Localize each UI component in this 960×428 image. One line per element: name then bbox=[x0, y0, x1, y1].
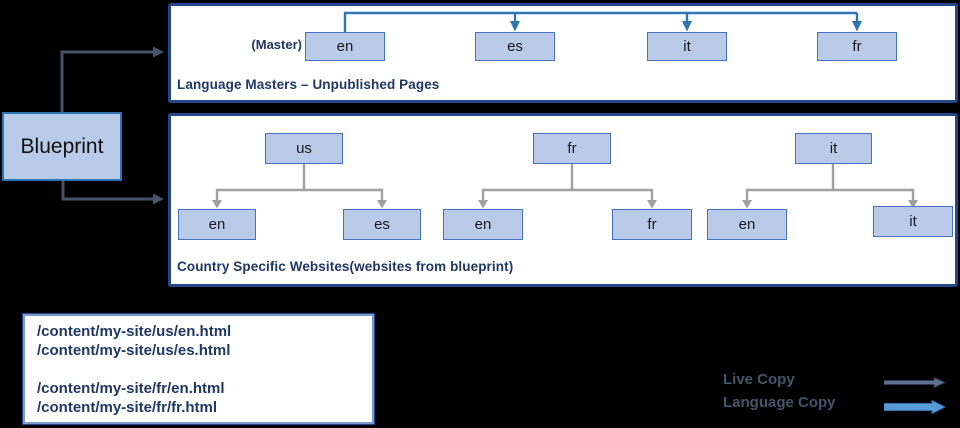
master-lang-box-es: es bbox=[475, 32, 555, 61]
live-copy-arrow-icon bbox=[884, 376, 946, 389]
content-path-blank bbox=[37, 360, 374, 379]
fr-tree-branch bbox=[481, 188, 654, 202]
country-us-child-es: es bbox=[343, 209, 421, 240]
country-it-child-en: en bbox=[707, 209, 787, 240]
content-path: /content/my-site/us/es.html bbox=[37, 342, 231, 359]
arrow-down-icon bbox=[377, 200, 387, 209]
country-tree-connectors bbox=[212, 164, 918, 209]
arrow-down-icon bbox=[212, 200, 222, 209]
blueprint-to-masters-arrowhead-icon bbox=[153, 46, 164, 58]
content-path: /content/my-site/fr/en.html bbox=[37, 380, 225, 397]
country-fr-child-fr: fr bbox=[612, 209, 692, 240]
legend-live-copy-label: Live Copy bbox=[723, 371, 795, 388]
blueprint-to-countries-line bbox=[61, 181, 153, 201]
language-copy-arrow-icon bbox=[884, 400, 946, 414]
arrow-down-icon bbox=[682, 21, 692, 32]
us-tree-branch bbox=[215, 188, 384, 202]
countries-panel-title: Country Specific Websites(websites from … bbox=[177, 259, 514, 274]
master-lang-box-it: it bbox=[647, 32, 727, 61]
country-box-fr: fr bbox=[533, 133, 611, 164]
blueprint-box: Blueprint bbox=[2, 112, 122, 181]
language-masters-panel: (Master) en es it fr Language Masters – … bbox=[168, 3, 958, 103]
blueprint-connectors bbox=[60, 46, 164, 205]
arrow-down-icon bbox=[478, 200, 488, 209]
country-sites-panel: us en es fr en fr it en it Country Speci… bbox=[168, 113, 958, 287]
master-label: (Master) bbox=[251, 37, 302, 52]
masters-panel-title: Language Masters – Unpublished Pages bbox=[177, 77, 440, 92]
country-us-child-en: en bbox=[178, 209, 256, 240]
blueprint-to-countries-arrowhead-icon bbox=[153, 193, 164, 205]
country-it-child-it: it bbox=[873, 206, 953, 237]
country-fr-child-en: en bbox=[443, 209, 523, 240]
content-paths-box: /content/my-site/us/en.html /content/my-… bbox=[22, 313, 375, 425]
master-connector-line bbox=[343, 11, 857, 32]
it-tree-branch bbox=[745, 188, 915, 202]
blueprint-to-masters-line bbox=[60, 50, 153, 112]
country-box-it: it bbox=[795, 133, 872, 164]
arrow-down-icon bbox=[742, 200, 752, 209]
arrow-down-icon bbox=[908, 200, 918, 209]
legend-language-copy-label: Language Copy bbox=[723, 394, 836, 411]
master-lang-box-en: en bbox=[305, 32, 385, 61]
arrow-down-icon bbox=[852, 21, 862, 32]
content-path: /content/my-site/fr/fr.html bbox=[37, 399, 218, 416]
master-language-copy-connector bbox=[343, 11, 862, 32]
arrow-down-icon bbox=[647, 200, 657, 209]
master-lang-box-fr: fr bbox=[817, 32, 897, 61]
content-path: /content/my-site/us/en.html bbox=[37, 323, 232, 340]
country-box-us: us bbox=[265, 133, 343, 164]
blueprint-label: Blueprint bbox=[20, 134, 104, 158]
arrow-down-icon bbox=[510, 21, 520, 32]
